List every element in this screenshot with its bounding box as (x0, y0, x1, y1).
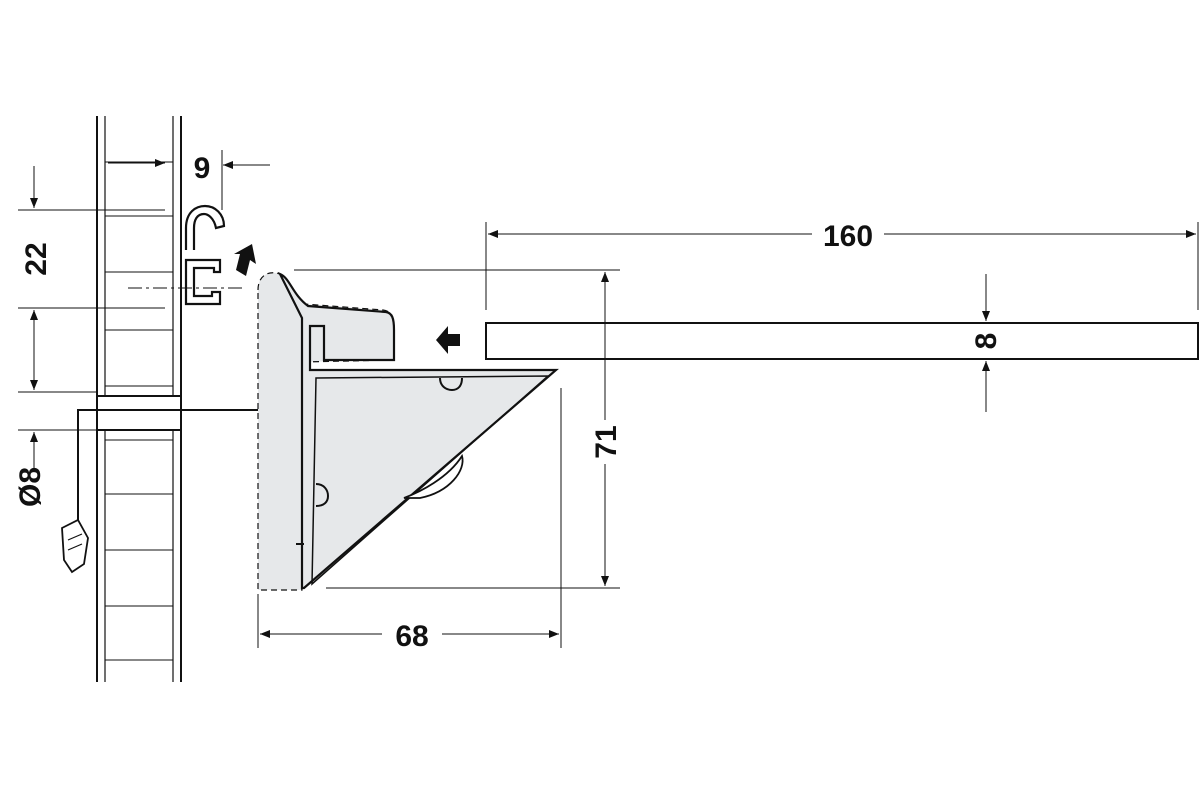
cable-with-plug (61, 409, 258, 574)
dimension-bracket-height: 71 (294, 269, 623, 589)
plug-icon (61, 518, 89, 574)
dimension-cable-diameter: Ø8 (14, 346, 97, 507)
rail-slots (105, 161, 173, 661)
hook-profile (184, 204, 226, 306)
glass-shelf (485, 322, 1199, 360)
shelf-bracket (257, 271, 559, 591)
dim-label-rail-gap: 9 (194, 152, 211, 185)
dimension-shelf-length: 160 (485, 220, 1199, 310)
dim-label-bracket-depth: 68 (395, 620, 428, 653)
dimension-rail-gap: 9 (108, 150, 270, 210)
bracket-clip (403, 453, 464, 499)
cable-sleeve (96, 395, 182, 431)
slotted-wall-rail (96, 116, 182, 682)
dim-label-shelf-thickness: 8 (970, 333, 1003, 350)
dimension-slot-pitch: 22 (18, 166, 165, 350)
dim-label-slot-pitch: 22 (20, 242, 53, 275)
arrow-hook-in-icon (234, 244, 256, 276)
dim-label-bracket-height: 71 (590, 425, 623, 458)
dim-label-shelf-length: 160 (823, 220, 873, 253)
dim-label-cable-diameter: Ø8 (14, 467, 47, 507)
dimension-bracket-depth: 68 (257, 388, 562, 653)
dimension-shelf-thickness: 8 (970, 274, 1003, 412)
arrow-push-in-icon (436, 326, 460, 354)
